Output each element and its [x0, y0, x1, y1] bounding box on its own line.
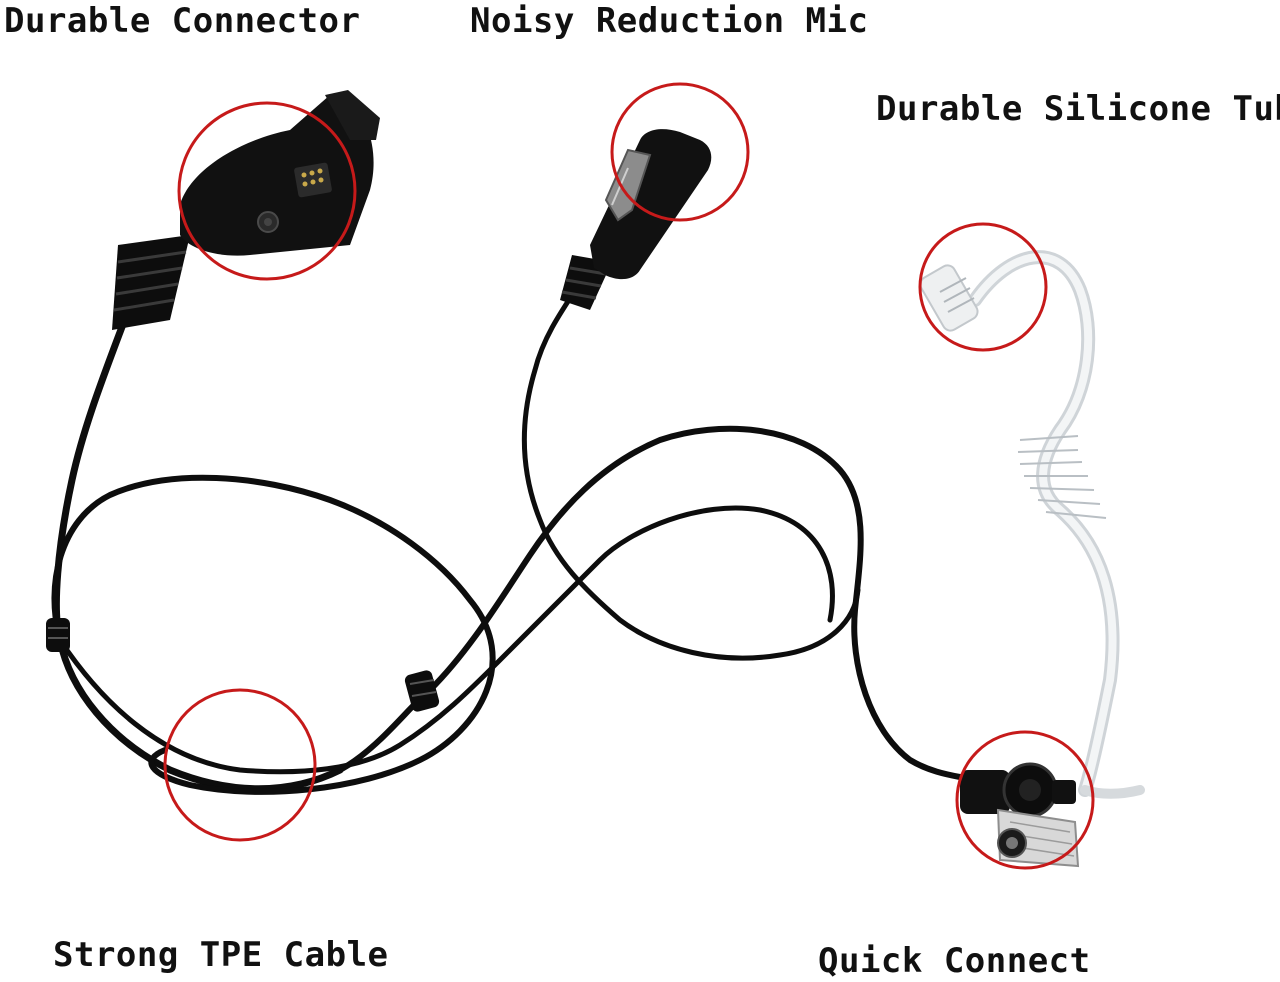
- tpe-cable: [51, 257, 968, 795]
- cable-clip-left: [46, 618, 70, 652]
- label-strong-tpe-cable: Strong TPE Cable: [53, 935, 389, 975]
- quick-connect-joint: [960, 762, 1080, 868]
- label-noisy-reduction-mic: Noisy Reduction Mic: [470, 1, 869, 41]
- acoustic-tube: [919, 250, 1145, 799]
- label-durable-connector: Durable Connector: [4, 1, 361, 41]
- cable-clip-center: [404, 670, 440, 712]
- highlight-cable: [163, 688, 317, 842]
- label-durable-silicone-tube: Durable Silicone Tube: [876, 89, 1280, 129]
- highlight-quick: [955, 730, 1095, 870]
- label-quick-connect: Quick Connect: [818, 941, 1091, 981]
- highlight-tube: [918, 222, 1048, 352]
- highlight-mic: [610, 82, 750, 222]
- clip-microphone: [560, 129, 712, 310]
- highlight-connector: [177, 101, 357, 281]
- radio-connector: [112, 90, 380, 330]
- highlight-circles: [163, 82, 1095, 870]
